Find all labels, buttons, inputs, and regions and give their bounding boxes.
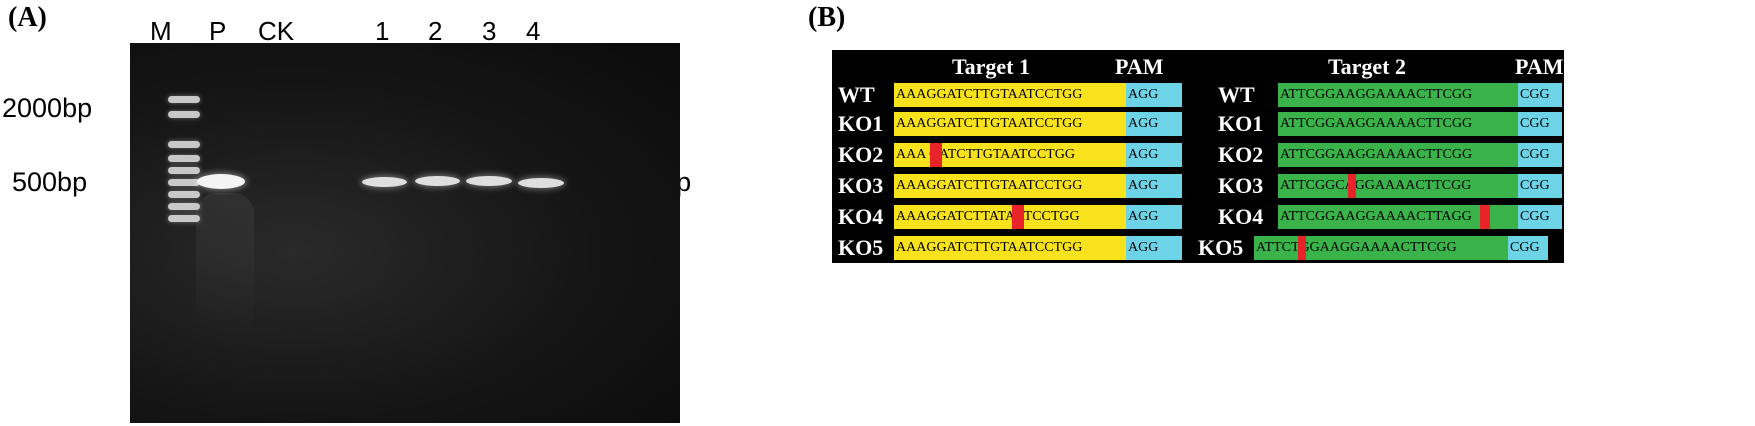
lane-label-ck: CK	[258, 16, 295, 46]
mutation-marker	[1012, 205, 1024, 229]
band-lane-1	[362, 177, 407, 187]
pam2-seq: CGG	[1508, 236, 1548, 260]
band-lane-p	[197, 174, 245, 189]
row-label-ko5: KO5	[838, 235, 884, 260]
target2-protospacer: ATTCGGCAGGAAAACTTCGG	[1278, 174, 1518, 198]
mutation-marker	[930, 143, 942, 167]
ladder-band	[168, 96, 200, 103]
row-label-ko2: KO2	[838, 142, 884, 167]
row-label-ko4: KO4	[838, 204, 884, 229]
target2-seq-ko1: ATTCGGAAGGAAAACTTCGG CGG	[1278, 112, 1564, 136]
panel-a-label: (A)	[8, 2, 47, 33]
pam2-header: PAM	[1515, 54, 1564, 79]
ladder-band	[168, 141, 200, 148]
target1-protospacer: AAAGGATCTTATAATCCTGG	[894, 205, 1126, 229]
row-label-ko1: KO1	[838, 111, 884, 136]
target1-protospacer: AAAGGATCTTGTAATCCTGG	[894, 112, 1126, 136]
target1-protospacer: AAAGGATCTTGTAATCCTGG	[894, 83, 1126, 107]
target1-header: Target 1	[952, 54, 1031, 79]
ladder-band	[168, 167, 200, 174]
target1-seq-ko2: AAA GATCTTGTAATCCTGG AGG	[894, 143, 1182, 167]
row-label-ko4-right: KO4	[1218, 204, 1264, 229]
panel-b-label: (B)	[808, 2, 846, 33]
pam2-seq: CGG	[1518, 143, 1562, 167]
row-label-ko3: KO3	[838, 173, 884, 198]
target1-protospacer: AAAGGATCTTGTAATCCTGG	[894, 236, 1126, 260]
row-label-ko3-right: KO3	[1218, 173, 1264, 198]
band-lane-4	[518, 178, 564, 188]
pam2-seq: CGG	[1518, 112, 1562, 136]
target1-protospacer: AAAGGATCTTGTAATCCTGG	[894, 174, 1126, 198]
lane-p-smear	[196, 193, 254, 333]
ladder-band	[168, 155, 200, 162]
pam2-seq: CGG	[1518, 174, 1562, 198]
band-lane-2	[415, 176, 460, 186]
target2-protospacer: ATTCGGAAGGAAAACTTCGG	[1278, 83, 1518, 107]
target2-header: Target 2	[1328, 54, 1407, 79]
lane-label-4: 4	[526, 16, 541, 46]
pam1-seq: AGG	[1126, 205, 1182, 229]
target2-protospacer: ATTCGGAAGGAAAACTTAGG	[1278, 205, 1518, 229]
lane-label-2: 2	[428, 16, 443, 46]
target2-seq-ko4: ATTCGGAAGGAAAACTTAGG CGG	[1278, 205, 1564, 229]
target2-seq-ko3: ATTCGGCAGGAAAACTTCGG CGG	[1278, 174, 1564, 198]
target2-seq-wt: ATTCGGAAGGAAAACTTCGG CGG	[1278, 83, 1564, 107]
row-label-ko2-right: KO2	[1218, 142, 1264, 167]
pam1-seq: AGG	[1126, 174, 1182, 198]
target1-seq-ko4: AAAGGATCTTATAATCCTGG AGG	[894, 205, 1182, 229]
row-label-wt: WT	[838, 82, 875, 107]
pam2-seq: CGG	[1518, 205, 1562, 229]
row-label-ko5-right: KO5	[1198, 235, 1244, 260]
row-label-ko1-right: KO1	[1218, 111, 1264, 136]
target2-protospacer: ATTCTGGAAGGAAAACTTCGG	[1254, 236, 1508, 260]
row-label-wt-right: WT	[1218, 82, 1255, 107]
target1-seq-ko1: AAAGGATCTTGTAATCCTGG AGG	[894, 112, 1182, 136]
ladder-band	[168, 191, 200, 198]
mutation-marker	[1348, 174, 1356, 198]
ladder-band	[168, 215, 200, 222]
gel-image	[130, 43, 680, 423]
size-label-2000bp: 2000bp	[2, 93, 93, 123]
size-label-500bp-left: 500bp	[12, 167, 88, 197]
target1-seq-ko5: AAAGGATCTTGTAATCCTGG AGG	[894, 236, 1182, 260]
mutation-marker	[1480, 205, 1490, 229]
lane-label-m: M	[150, 16, 172, 46]
pam1-seq: AGG	[1126, 236, 1182, 260]
ladder-band	[168, 179, 200, 186]
target1-seq-ko3: AAAGGATCTTGTAATCCTGG AGG	[894, 174, 1182, 198]
lane-label-1: 1	[375, 16, 390, 46]
sequence-alignment-panel: Target 1 PAM Target 2 PAM WT AAAGGATCTTG…	[832, 50, 1564, 263]
target2-seq-ko5: ATTCTGGAAGGAAAACTTCGG CGG	[1254, 236, 1548, 260]
ladder-band	[168, 111, 200, 118]
target2-protospacer: ATTCGGAAGGAAAACTTCGG	[1278, 112, 1518, 136]
target1-protospacer: AAA GATCTTGTAATCCTGG	[894, 143, 1126, 167]
pam1-seq: AGG	[1126, 112, 1182, 136]
pam1-seq: AGG	[1126, 83, 1182, 107]
mutation-marker	[1298, 236, 1306, 260]
target1-seq-wt: AAAGGATCTTGTAATCCTGG AGG	[894, 83, 1182, 107]
target2-protospacer: ATTCGGAAGGAAAACTTCGG	[1278, 143, 1518, 167]
pam1-seq: AGG	[1126, 143, 1182, 167]
lane-label-p: P	[209, 16, 227, 46]
pam1-header: PAM	[1115, 54, 1164, 79]
target2-seq-ko2: ATTCGGAAGGAAAACTTCGG CGG	[1278, 143, 1564, 167]
band-lane-3	[466, 176, 512, 186]
ladder-band	[168, 203, 200, 210]
pam2-seq: CGG	[1518, 83, 1562, 107]
lane-label-3: 3	[482, 16, 497, 46]
